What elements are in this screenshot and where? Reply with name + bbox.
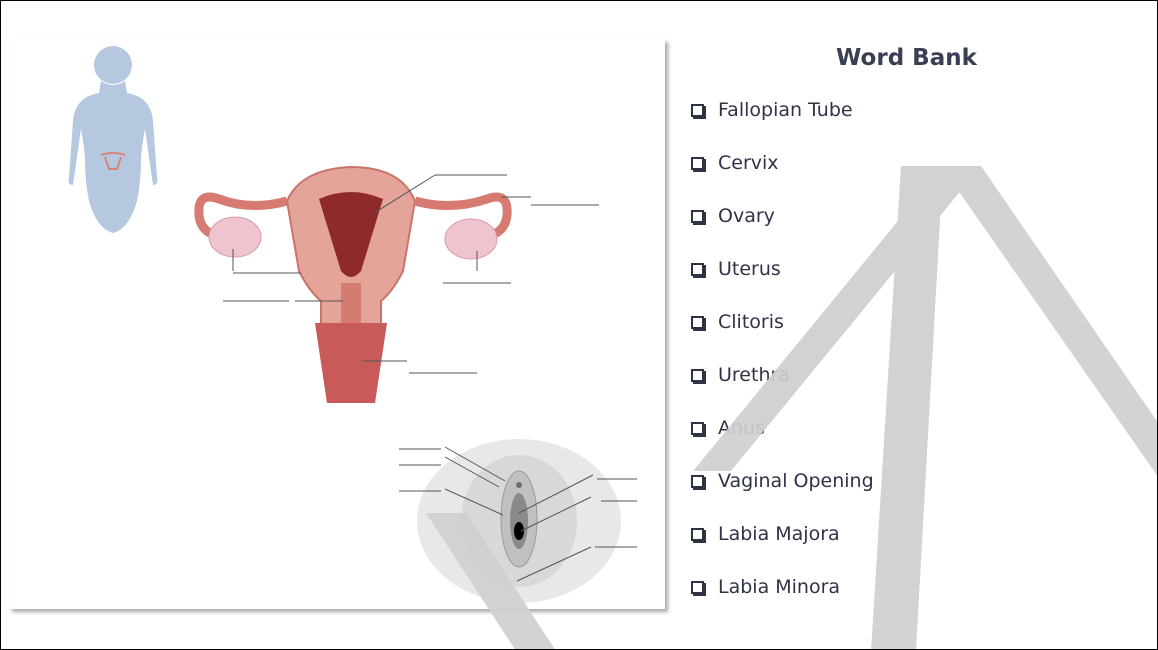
word-bank-label: Uterus bbox=[718, 258, 781, 280]
checkbox-icon bbox=[691, 104, 704, 117]
female-body-silhouette bbox=[69, 46, 158, 233]
word-bank-item: Clitoris bbox=[691, 311, 874, 364]
word-bank-label: Clitoris bbox=[718, 311, 784, 333]
word-bank-item: Urethra bbox=[691, 364, 874, 417]
checkbox-icon bbox=[691, 210, 704, 223]
word-bank-label: Labia Majora bbox=[718, 523, 840, 545]
word-bank-item: Labia Minora bbox=[691, 576, 874, 629]
word-bank-label: Urethra bbox=[718, 364, 790, 386]
checkbox-icon bbox=[691, 422, 704, 435]
checkbox-icon bbox=[691, 263, 704, 276]
word-bank-label: Cervix bbox=[718, 152, 779, 174]
word-bank-item: Uterus bbox=[691, 258, 874, 311]
word-bank-label: Vaginal Opening bbox=[718, 470, 874, 492]
word-bank-item: Fallopian Tube bbox=[691, 99, 874, 152]
checkbox-icon bbox=[691, 369, 704, 382]
word-bank-label: Fallopian Tube bbox=[718, 99, 853, 121]
checkbox-icon bbox=[691, 475, 704, 488]
word-bank-label: Labia Minora bbox=[718, 576, 840, 598]
word-bank-label: Anus bbox=[718, 417, 765, 439]
word-bank-item: Anus bbox=[691, 417, 874, 470]
word-bank-list: Fallopian Tube Cervix Ovary Uterus Clito… bbox=[691, 99, 874, 629]
checkbox-icon bbox=[691, 316, 704, 329]
checkbox-icon bbox=[691, 528, 704, 541]
word-bank-item: Vaginal Opening bbox=[691, 470, 874, 523]
checkbox-icon bbox=[691, 581, 704, 594]
word-bank-title: Word Bank bbox=[836, 45, 977, 71]
word-bank-item: Cervix bbox=[691, 152, 874, 205]
word-bank-item: Ovary bbox=[691, 205, 874, 258]
word-bank-label: Ovary bbox=[718, 205, 775, 227]
vulva-diagram bbox=[399, 433, 641, 609]
word-bank-item: Labia Majora bbox=[691, 523, 874, 576]
uterus-ovaries-diagram bbox=[191, 156, 601, 406]
checkbox-icon bbox=[691, 157, 704, 170]
